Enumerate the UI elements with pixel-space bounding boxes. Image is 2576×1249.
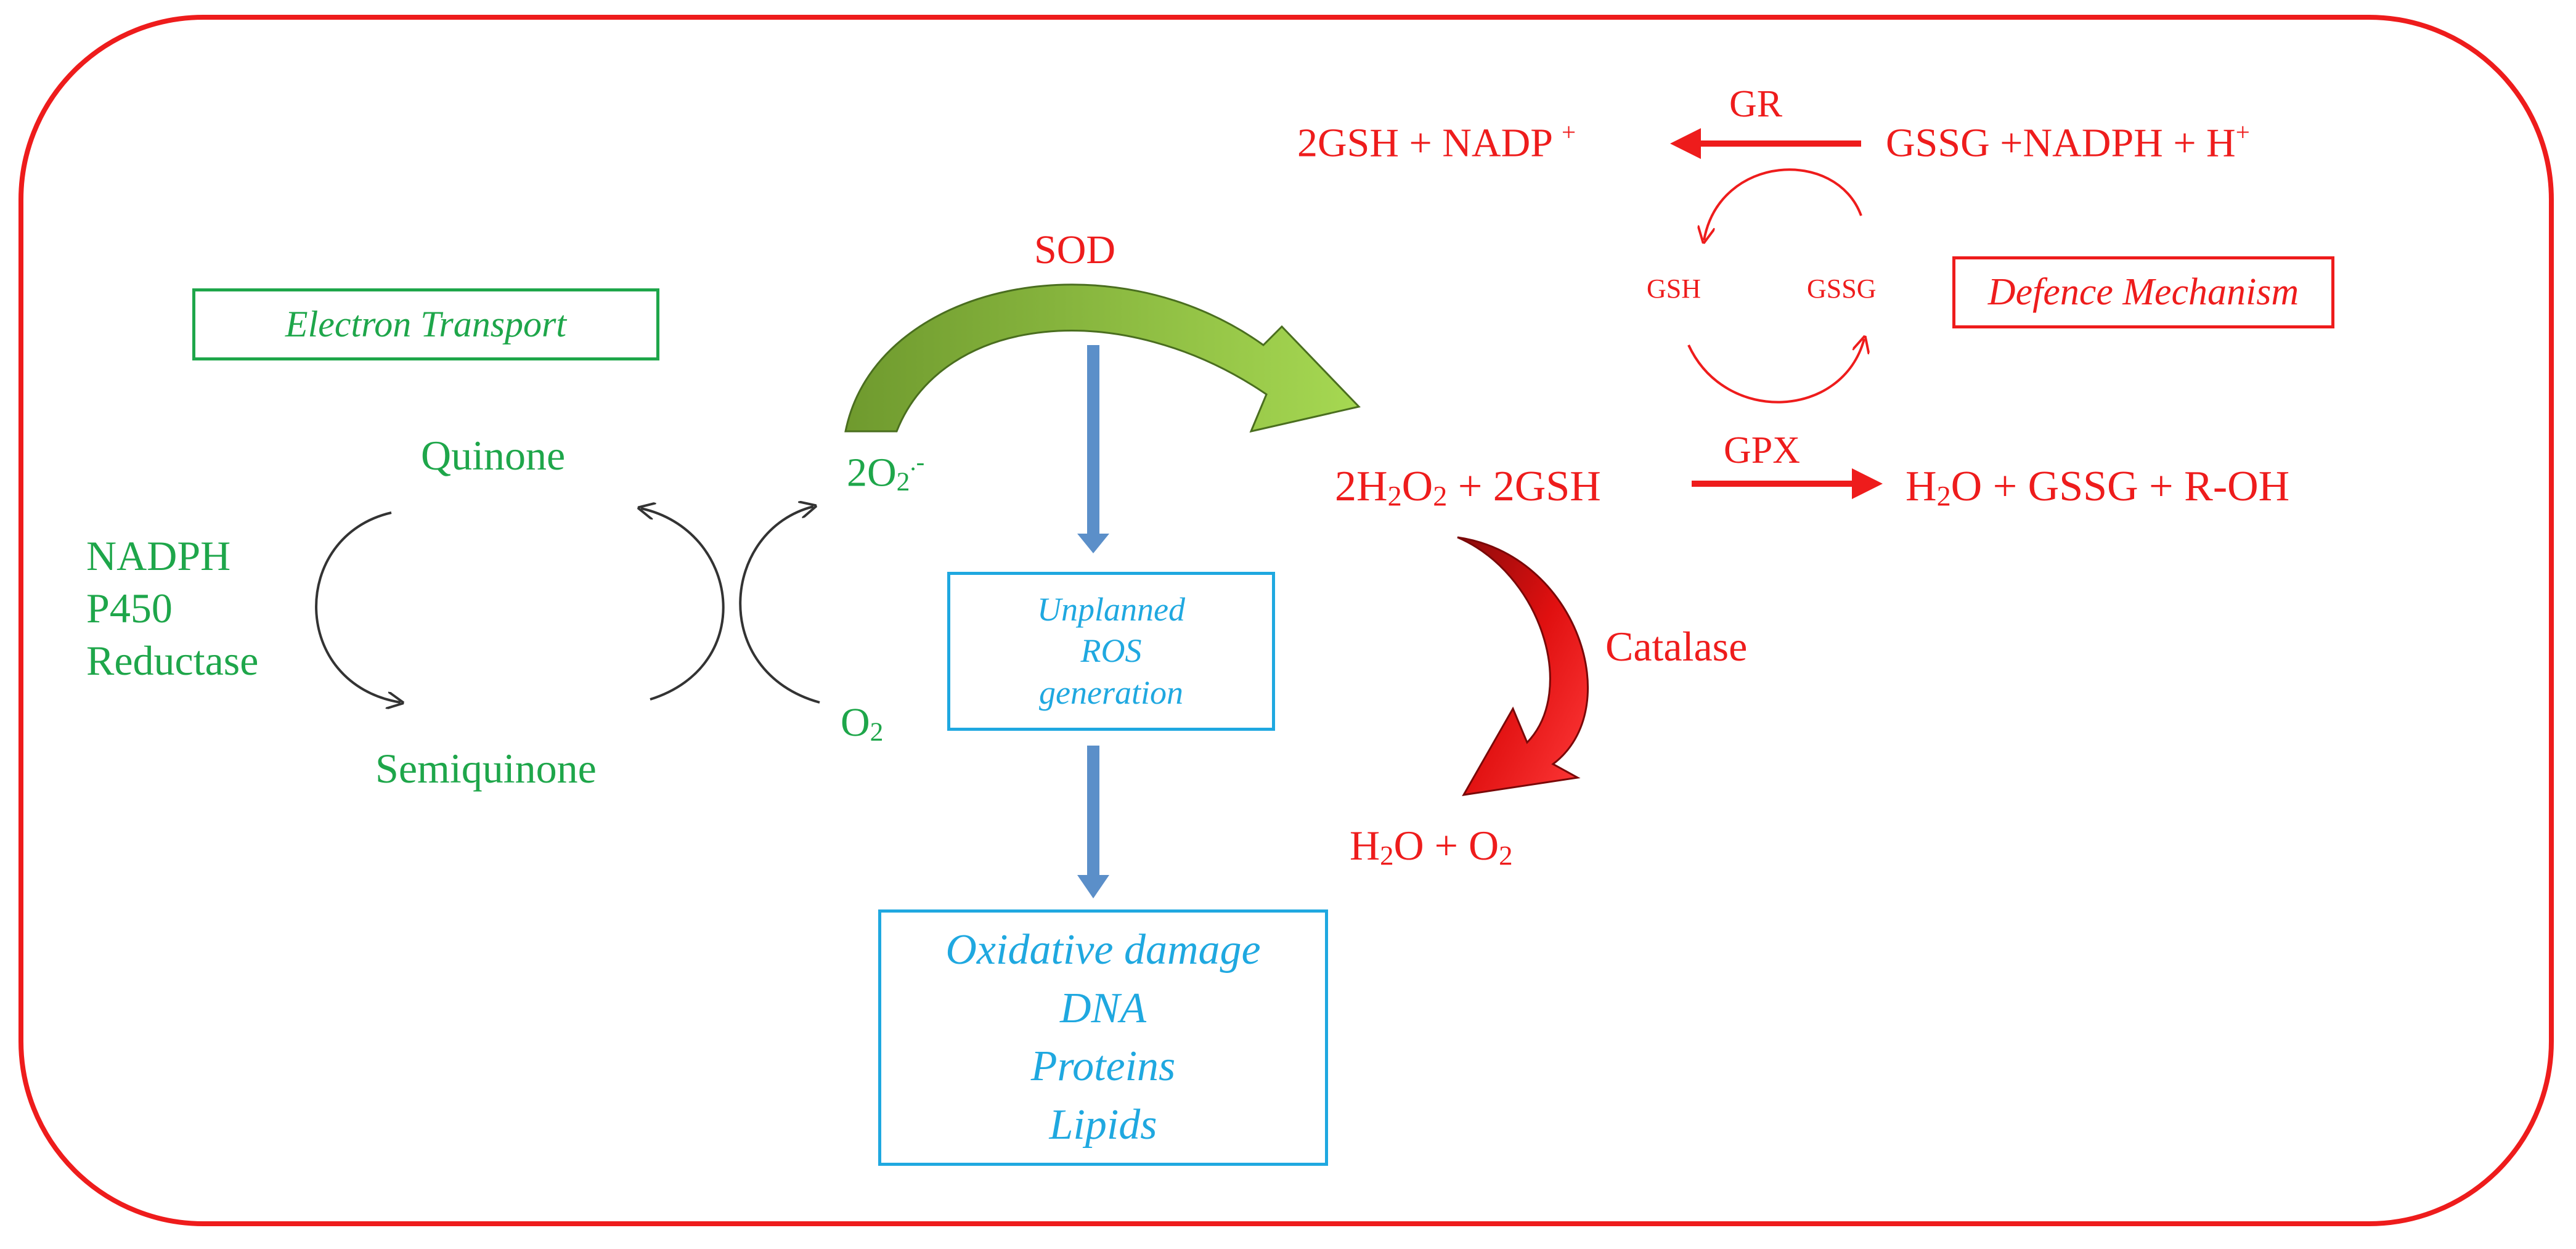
gr-reaction-right: GSSG +NADPH + H+: [1886, 120, 2250, 163]
gpx-right-subscript: 2: [1936, 480, 1951, 512]
oxygen-label: O2: [841, 702, 883, 746]
superoxide-label: 2O2.-: [847, 448, 925, 497]
damage-line-4: Lipids: [1049, 1101, 1157, 1149]
semiquinone-to-quinone-arrow: [641, 508, 725, 701]
gpx-reaction-left: 2H2O2 + 2GSH: [1335, 465, 1601, 511]
enzyme-line-p450: P450: [86, 585, 173, 632]
electron-transport-label: Electron Transport: [285, 304, 567, 344]
gpx-right-part-a: H: [1906, 463, 1937, 510]
quinone-label: Quinone: [421, 432, 566, 479]
catalase-product-part-b: O + O: [1393, 822, 1499, 869]
gr-arrow-head: [1670, 128, 1701, 159]
gr-left-text: 2GSH + NADP: [1297, 120, 1562, 166]
blue-arrow-head-2: [1077, 875, 1109, 898]
oxidative-damage-box: Oxidative damage DNA Proteins Lipids: [878, 909, 1328, 1166]
unplanned-ros-box: Unplanned ROS generation: [947, 572, 1275, 731]
gr-reaction-left: 2GSH + NADP +: [1297, 120, 1576, 163]
cycle-gssg-label: GSSG: [1807, 274, 1877, 304]
gpx-label: GPX: [1724, 429, 1801, 471]
enzyme-line-nadph: NADPH: [86, 532, 231, 579]
damage-line-2: DNA: [1060, 984, 1146, 1032]
catalase-label: Catalase: [1605, 623, 1748, 670]
blue-arrow-shaft-2: [1087, 746, 1099, 876]
sod-curved-arrow: [844, 283, 1361, 433]
cycle-gsh-label: GSH: [1647, 274, 1702, 304]
gpx-reaction-right: H2O + GSSG + R-OH: [1906, 465, 2289, 511]
gr-right-superscript: +: [2235, 118, 2250, 146]
oxygen-subscript: 2: [870, 717, 884, 747]
catalase-product-part-a: H: [1350, 822, 1380, 869]
damage-line-1: Oxidative damage: [945, 926, 1261, 974]
catalase-product-subscript-2: 2: [1499, 840, 1513, 871]
gr-right-text: GSSG +NADPH + H: [1886, 120, 2236, 166]
gsh-to-gssg-cycle-arrow: [1687, 339, 1864, 404]
gpx-left-part-a: 2H: [1335, 463, 1388, 510]
unplanned-line-3: generation: [1039, 673, 1183, 711]
defence-mechanism-box: Defence Mechanism: [1952, 256, 2334, 328]
superoxide-subscript: 2: [896, 467, 910, 497]
superoxide-superscript: .-: [910, 448, 925, 476]
gssg-to-gsh-cycle-arrow: [1704, 168, 1862, 240]
gr-label: GR: [1729, 83, 1783, 125]
gpx-arrow-head: [1852, 468, 1883, 499]
catalase-product-label: H2O + O2: [1350, 824, 1513, 869]
nadph-p450-reductase-label: NADPH P450 Reductase: [86, 530, 258, 687]
catalase-product-subscript-1: 2: [1380, 840, 1394, 871]
semiquinone-label: Semiquinone: [375, 745, 597, 792]
gr-left-superscript: +: [1562, 118, 1576, 146]
gpx-right-part-b: O + GSSG + R-OH: [1950, 463, 2290, 510]
blue-arrow-head-1: [1077, 534, 1109, 553]
blue-arrow-shaft-1: [1087, 345, 1099, 535]
gpx-left-part-b: O: [1401, 463, 1433, 510]
oxygen-main: O: [841, 700, 870, 745]
oxygen-to-superoxide-arrow: [739, 507, 820, 704]
outer-frame: [18, 15, 2554, 1226]
damage-line-3: Proteins: [1030, 1043, 1176, 1090]
sod-label: SOD: [1034, 227, 1116, 272]
superoxide-main: 2O: [847, 450, 897, 495]
unplanned-line-2: ROS: [1080, 632, 1142, 670]
reductase-cycle-arrow: [315, 511, 401, 702]
enzyme-line-reductase: Reductase: [86, 637, 259, 684]
electron-transport-box: Electron Transport: [192, 288, 659, 360]
defence-mechanism-label: Defence Mechanism: [1987, 271, 2299, 313]
gpx-left-part-c: + 2GSH: [1447, 463, 1601, 510]
gpx-left-subscript-2: 2: [1433, 480, 1448, 512]
unplanned-line-1: Unplanned: [1037, 590, 1185, 628]
catalase-curved-arrow: [1457, 536, 1589, 796]
gpx-left-subscript-1: 2: [1387, 480, 1402, 512]
